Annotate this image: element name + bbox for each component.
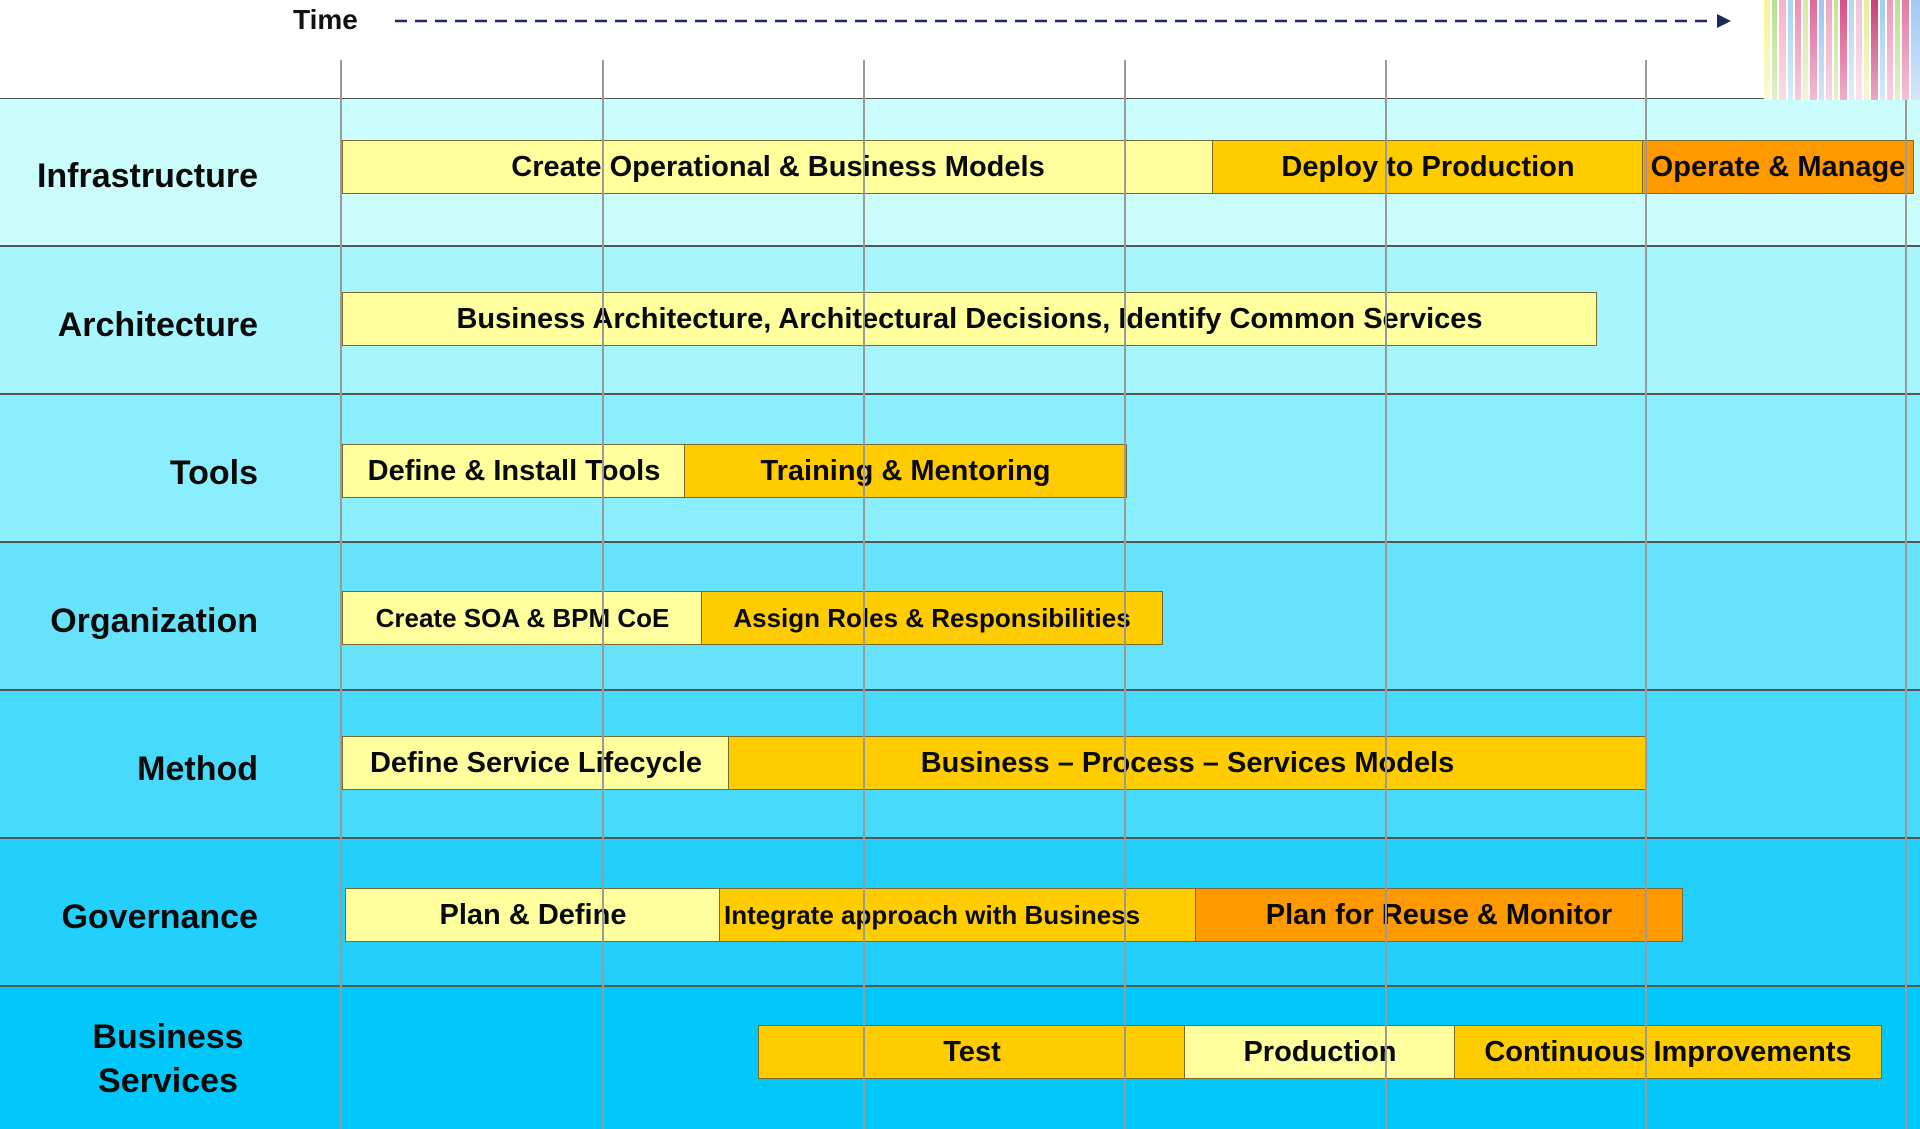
timeline-gridline-4: [1124, 60, 1126, 1129]
timeline-gridline-3: [863, 60, 865, 1129]
bar-define-service-lifecycle: Define Service Lifecycle: [342, 736, 730, 790]
row-label-infrastructure: Infrastructure: [36, 157, 258, 195]
bar-create-soa-bpm-coe: Create SOA & BPM CoE: [342, 591, 703, 645]
row-label-method: Method: [137, 750, 258, 788]
timeline-gridline-7: [1905, 96, 1907, 1129]
timeline-gridline-6: [1645, 60, 1647, 1129]
bar-define-install-tools: Define & Install Tools: [342, 444, 686, 498]
timeline-gridline-2: [602, 60, 604, 1129]
row-label-tools: Tools: [169, 454, 258, 492]
timeline-gridline-5: [1385, 60, 1387, 1129]
row-label-organization: Organization: [50, 602, 258, 640]
bar-training-mentoring: Training & Mentoring: [684, 444, 1127, 498]
bar-test: Test: [758, 1025, 1186, 1079]
bar-operate-manage: Operate & Manage: [1642, 140, 1914, 194]
bar-business-architecture: Business Architecture, Architectural Dec…: [342, 292, 1597, 346]
bar-integrate-approach: Integrate approach with Business: [719, 888, 1197, 942]
row-label-business-services: Business Services: [92, 1018, 244, 1101]
bar-business-process-services: Business – Process – Services Models: [728, 736, 1647, 790]
bar-production: Production: [1184, 1025, 1456, 1079]
row-infrastructure: Infrastructure Create Operational & Busi…: [0, 98, 1920, 246]
decorative-stripes-graphic: [1764, 0, 1920, 100]
bar-create-operational-models: Create Operational & Business Models: [342, 140, 1214, 194]
timeline-gridline-1: [340, 60, 342, 1129]
row-label-architecture: Architecture: [57, 306, 258, 344]
bar-deploy-to-production: Deploy to Production: [1212, 140, 1644, 194]
row-organization: Organization Create SOA & BPM CoE Assign…: [0, 542, 1920, 690]
row-method: Method Define Service Lifecycle Business…: [0, 690, 1920, 838]
row-business-services: Business Services Test Production Contin…: [0, 986, 1920, 1129]
bar-plan-reuse-monitor: Plan for Reuse & Monitor: [1195, 888, 1683, 942]
row-label-governance: Governance: [61, 898, 258, 936]
bar-continuous-improvements: Continuous Improvements: [1454, 1025, 1882, 1079]
row-architecture: Architecture Business Architecture, Arch…: [0, 246, 1920, 394]
row-tools: Tools Define & Install Tools Training & …: [0, 394, 1920, 542]
bar-plan-define: Plan & Define: [345, 888, 721, 942]
time-label: Time: [293, 4, 358, 35]
time-arrow-icon: [395, 14, 1731, 28]
row-governance: Governance Plan & Define Integrate appro…: [0, 838, 1920, 986]
bar-assign-roles: Assign Roles & Responsibilities: [701, 591, 1163, 645]
